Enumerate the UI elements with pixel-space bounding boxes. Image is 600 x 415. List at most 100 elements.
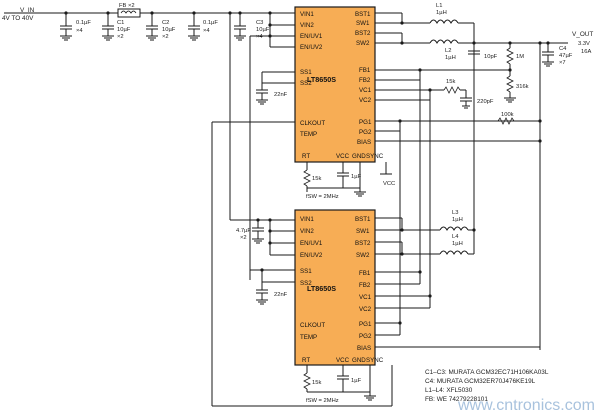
inductor-l2-value: 1µH: [445, 55, 456, 61]
comp-cap-label: 220pF: [477, 99, 494, 105]
chip2-vcc-cap-label: 1µF: [351, 378, 362, 384]
chip2-pin-fb2: FB2: [359, 282, 371, 289]
chip1-pin-fb1: FB1: [359, 67, 371, 74]
inductor-l3: [439, 226, 469, 231]
input-cap-3-count: ×2: [162, 34, 169, 40]
input-cap-2-name: C1: [117, 20, 124, 26]
vin-range-label: 4V TO 40V: [2, 15, 34, 22]
chip2-pin-vin1: VIN1: [300, 216, 314, 223]
chip1-pin-bias: BIAS: [357, 139, 371, 146]
chip2-pin-vin2: VIN2: [300, 228, 314, 235]
note-caps-input: C1–C3: MURATA GCM32EC71H106KA03L: [425, 369, 549, 376]
inductor-l4: [439, 250, 469, 255]
chip1-pin-pg2: PG2: [359, 129, 372, 136]
inductor-l2-name: L2: [445, 48, 451, 54]
chip2-body: [294, 209, 376, 366]
ff-cap-label: 10pF: [484, 54, 498, 60]
vin-label: V_IN: [20, 7, 35, 14]
input-cap-4-count: ×4: [203, 28, 210, 34]
input-cap-5-value: 10µF: [256, 27, 270, 33]
inductor-l3-name: L3: [452, 210, 458, 216]
chip2-pin-gnd: GND: [352, 357, 366, 364]
inductor-l1: [429, 19, 459, 24]
chip1-pin-bst2: BST2: [355, 30, 371, 37]
chip1-pin-vin1: VIN1: [300, 11, 314, 18]
chip1-rt-resistor: [303, 169, 311, 187]
input-cap-2-count: ×2: [117, 34, 124, 40]
chip1-pin-vc1: VC1: [359, 87, 372, 94]
input-cap-1: [60, 11, 72, 41]
chip2-vin-cap-count: ×2: [240, 235, 247, 241]
chip2-ss-cap-label: 22nF: [274, 292, 288, 298]
input-cap-2: [102, 11, 114, 41]
pg-pullup-resistor: [497, 117, 515, 125]
note-inductors: L1–L4: XFL5030: [425, 387, 473, 394]
chip1-pin-rt: RT: [302, 153, 310, 160]
chip1-pin-sw1: SW1: [356, 20, 370, 27]
chip2-pin-enuv2: EN/UV2: [300, 252, 323, 259]
input-cap-3-name: C2: [162, 20, 169, 26]
output-cap-value: 47µF: [559, 53, 573, 59]
chip1-vcc-cap: [337, 172, 349, 188]
chip1-pin-enuv2: EN/UV2: [300, 44, 323, 51]
input-cap-5-count: ×4: [256, 34, 263, 40]
chip2-pin-ss2: SS2: [300, 280, 312, 287]
chip2-pin-ss1: SS1: [300, 268, 312, 275]
chip1-pin-sw2: SW2: [356, 40, 370, 47]
chip1-pin-ss2: SS2: [300, 80, 312, 87]
fb-top-resistor: [506, 47, 514, 65]
ferrite-label: FB ×2: [119, 3, 135, 9]
chip2-pin-sw2: SW2: [356, 252, 370, 259]
chip2-pin-bst1: BST1: [355, 216, 371, 223]
chip2-pin-vcc: VCC: [336, 357, 350, 364]
input-cap-4: [188, 11, 200, 41]
inductor-l4-value: 1µH: [452, 241, 463, 247]
chip2-pin-pg1: PG1: [359, 321, 372, 328]
input-cap-1-value: 0.1µF: [76, 20, 91, 26]
chip1-pin-bst1: BST1: [355, 11, 371, 18]
chip2-pin-vc2: VC2: [359, 306, 372, 313]
chip1-sync-vcc: VCC: [383, 181, 395, 187]
chip1-pin-sync: SYNC: [366, 153, 384, 160]
note-ferrite: FB: WE 74279228101: [425, 396, 488, 403]
chip1-ss-cap-label: 22nF: [274, 92, 288, 98]
pg-pullup-label: 100k: [501, 112, 514, 118]
chip2-pin-pg2: PG2: [359, 333, 372, 340]
vout-label: V_OUT: [572, 31, 593, 38]
chip2-pin-temp: TEMP: [300, 334, 317, 341]
chip1-pin-clkout: CLKOUT: [300, 120, 325, 127]
chip2-rt-resistor: [303, 372, 311, 390]
vout-current: 16A: [581, 49, 591, 55]
inductor-l1-name: L1: [436, 3, 442, 9]
chip1-pin-enuv1: EN/UV1: [300, 33, 323, 40]
inductor-l2: [429, 39, 459, 44]
chip1-pin-temp: TEMP: [300, 131, 317, 138]
ferrite-coil: [120, 10, 137, 14]
input-cap-3: [146, 11, 158, 41]
output-cap-name: C4: [559, 46, 567, 52]
vout-voltage: 3.3V: [578, 41, 590, 47]
input-cap-5: [234, 11, 246, 41]
chip1-pin-vcc: VCC: [336, 153, 350, 160]
note-cap-output: C4: MURATA GCM32ER70J476KE19L: [425, 378, 536, 385]
inductor-l3-value: 1µH: [452, 217, 463, 223]
input-cap-5-name: C3: [256, 20, 263, 26]
chip1-pin-fb2: FB2: [359, 77, 371, 84]
comp-resistor-label: 15k: [446, 79, 455, 85]
fb-bottom-resistor: [506, 75, 514, 93]
chip2-pin-bst2: BST2: [355, 240, 371, 247]
fb-top-resistor-label: 1M: [516, 54, 524, 60]
fb-bottom-resistor-label: 316k: [516, 84, 529, 90]
comp-resistor: [443, 86, 461, 94]
chip1-pin-gnd: GND: [352, 153, 366, 160]
chip1-body: [294, 6, 376, 163]
chip1-pin-pg1: PG1: [359, 119, 372, 126]
chip2-pin-sync: SYNC: [366, 357, 384, 364]
chip1-fsw-label: fSW = 2MHz: [306, 194, 339, 200]
input-cap-2-value: 10µF: [117, 27, 131, 33]
chip2-pin-bias: BIAS: [357, 345, 371, 352]
input-cap-1-count: ×4: [76, 28, 83, 34]
chip1-part: LT8650S: [307, 75, 336, 84]
